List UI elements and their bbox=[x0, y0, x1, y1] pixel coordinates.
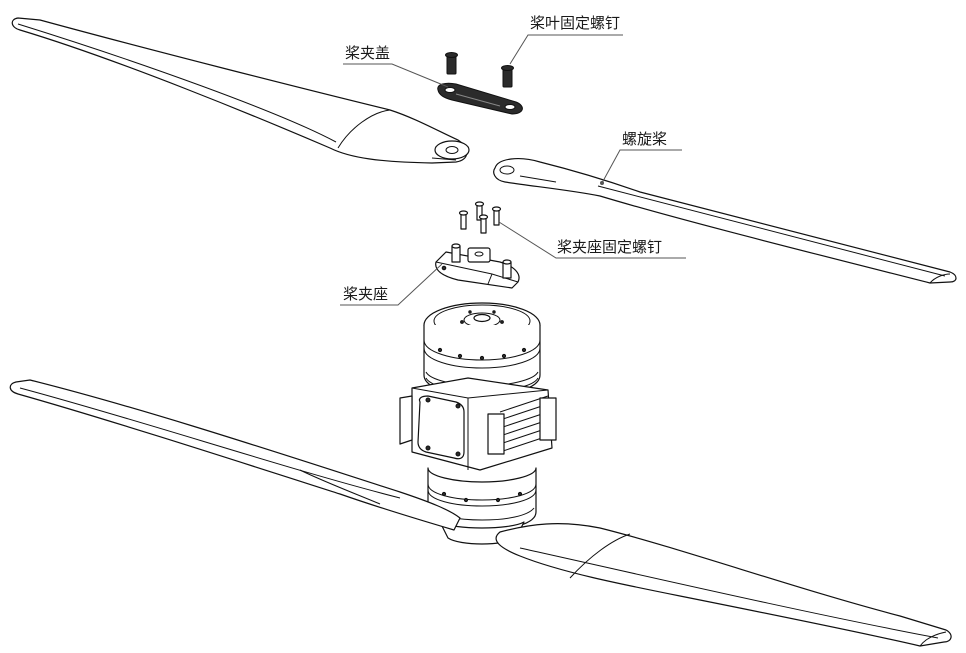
label-blade-fixing-screw: 桨叶固定螺钉 bbox=[530, 14, 621, 32]
blade-clamp-seat bbox=[435, 243, 520, 289]
leader-line-blade-screw bbox=[509, 34, 623, 65]
upper-left-blade bbox=[11, 17, 470, 164]
leader-line-propeller bbox=[601, 149, 682, 184]
blade-clamp-cover bbox=[437, 82, 523, 115]
blade-fixing-screws bbox=[445, 52, 514, 88]
lower-blade-left bbox=[9, 379, 461, 531]
upper-right-blade bbox=[493, 158, 957, 284]
leader-line-seat-screw bbox=[498, 221, 686, 259]
leader-line-clamp-cover bbox=[343, 63, 449, 88]
label-blade-clamp-cover: 桨夹盖 bbox=[345, 44, 391, 62]
label-propeller: 螺旋桨 bbox=[622, 130, 668, 148]
leader-line-clamp-seat bbox=[340, 263, 443, 306]
label-clamp-seat-fixing-screw: 桨夹座固定螺钉 bbox=[557, 238, 663, 256]
label-blade-clamp-seat: 桨夹座 bbox=[343, 285, 389, 303]
leader-dot-propeller bbox=[600, 181, 604, 185]
lower-blade-right bbox=[495, 523, 952, 647]
clamp-seat-fixing-screws bbox=[458, 201, 502, 234]
